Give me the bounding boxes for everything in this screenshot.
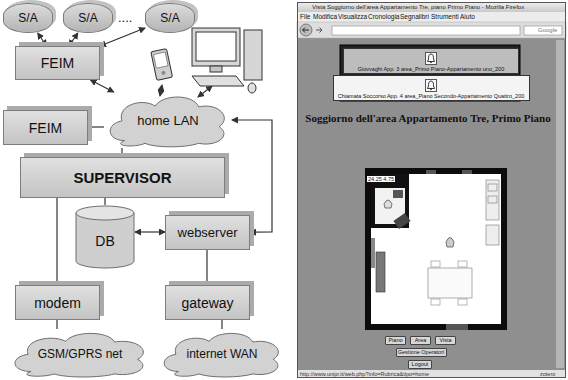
connector	[38, 33, 47, 46]
node-label: home LAN	[137, 113, 198, 128]
nav-button: Piano	[385, 336, 406, 345]
node-label: Chiamata Soccorso App. 4 area_Piano Seco…	[338, 93, 525, 99]
node-label: webserver	[178, 225, 238, 240]
computer-icon	[192, 28, 262, 93]
browser-chrome	[297, 2, 566, 378]
connector	[104, 198, 105, 205]
nav-button: Vista	[435, 336, 456, 345]
status-url: http://www.unipr.it/web.php?info=Rubrica…	[300, 371, 429, 377]
node-label: Vista	[439, 338, 451, 344]
connector	[91, 80, 114, 92]
menu-item: Visualizza	[338, 13, 367, 20]
node-label: Area	[415, 338, 427, 344]
device-links	[160, 85, 212, 97]
connector	[100, 28, 145, 46]
node-label: Gestione Operatori	[398, 350, 444, 356]
node-label: gateway	[181, 295, 233, 311]
alarm-panel: Giovvaghi App. 3 area_Primo Piano-Appart…	[343, 48, 519, 74]
modem-box: modem	[15, 285, 100, 320]
floor-plan	[365, 168, 507, 330]
menu-item: File	[300, 13, 310, 20]
gateway-box: gateway	[165, 285, 250, 320]
node-label: modem	[34, 295, 81, 311]
network-cloud: internet WAN	[158, 329, 286, 378]
ellipsis-label: ....	[118, 10, 132, 25]
lan-cloud: home LAN	[104, 92, 232, 148]
nav-button: Gestione Operatori	[396, 348, 447, 357]
node-label: Piano	[388, 338, 402, 344]
webserver-box: webserver	[165, 215, 250, 250]
connector	[206, 250, 207, 285]
menu-item: Cronologia	[368, 13, 399, 20]
connector	[56, 320, 57, 329]
menu-item: Aiuto	[460, 13, 475, 20]
sensor-reading: 24.25 4.75	[367, 176, 395, 182]
bell-icon	[425, 79, 437, 92]
connector	[121, 148, 122, 157]
sensor-actuator: S/A	[3, 3, 53, 33]
node-label: FEIM	[41, 55, 74, 71]
alarm-panel: Chiamata Soccorso App. 4 area_Piano Seco…	[333, 75, 530, 101]
connector	[221, 320, 222, 329]
node-label: Giovvaghi App. 3 area_Primo Piano-Appart…	[358, 66, 504, 72]
sensor-actuator: S/A	[63, 3, 113, 33]
node-label: internet WAN	[187, 347, 258, 361]
node-label: S/A	[18, 11, 37, 25]
page-heading: Soggiorno dell'area Appartamento Tre, Pr…	[300, 112, 556, 124]
connector	[56, 198, 57, 285]
connector	[135, 231, 165, 232]
search-hint: Google	[538, 27, 557, 33]
node-label: GSM/GPRS net	[38, 347, 123, 361]
node-label: S/A	[160, 11, 179, 25]
node-label: S/A	[78, 11, 97, 25]
connector	[88, 126, 104, 127]
node-label: Logout	[412, 362, 429, 368]
nav-button: Area	[410, 336, 431, 345]
database-cylinder: DB	[75, 205, 135, 269]
menu-item: Strumenti	[431, 13, 459, 20]
nav-button: Logout	[408, 360, 432, 369]
sensor-actuator: S/A	[145, 3, 195, 33]
node-label: DB	[95, 233, 114, 249]
bell-icon	[425, 52, 437, 65]
menu-item: Modifica	[313, 13, 337, 20]
pda-icon	[151, 49, 173, 81]
menu-item: Segnalibri	[400, 13, 429, 20]
node-label: FEIM	[29, 120, 62, 136]
network-cloud: GSM/GPRS net	[8, 329, 152, 378]
browser-window: Vista Soggiorno dell'area Appartamento T…	[297, 2, 566, 378]
node-label: SUPERVISOR	[73, 169, 171, 186]
feim-box: FEIM	[3, 110, 88, 145]
window-title: Vista Soggiorno dell'area Appartamento T…	[312, 4, 524, 10]
status-addon: zotero	[540, 371, 555, 377]
feim-box: FEIM	[15, 46, 100, 80]
connector	[69, 33, 78, 46]
supervisor-box: SUPERVISOR	[20, 157, 225, 198]
